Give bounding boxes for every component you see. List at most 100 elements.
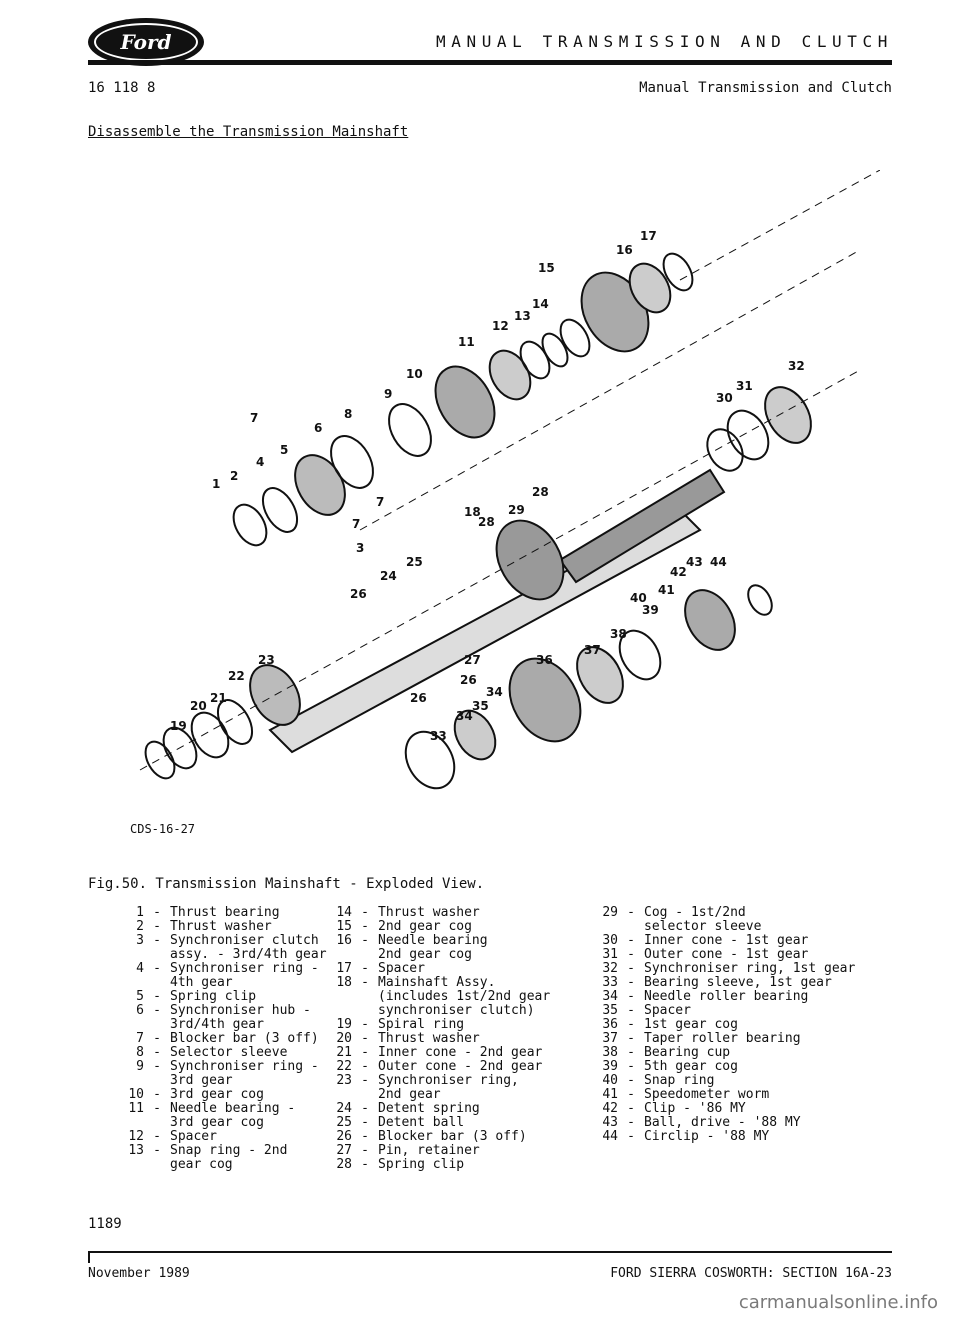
figure-code: CDS-16-27 bbox=[130, 822, 196, 836]
legend-item: 44-Circlip - '88 MY bbox=[596, 1130, 855, 1144]
callout: 7 bbox=[376, 495, 384, 509]
callout: 38 bbox=[610, 627, 627, 641]
part-inner-cone-1st bbox=[706, 428, 744, 472]
legend-item: 34-Needle roller bearing bbox=[596, 990, 855, 1004]
legend-text: Synchroniser ring, 2nd gear bbox=[378, 1073, 519, 1102]
legend-text: Blocker bar (3 off) bbox=[378, 1129, 527, 1144]
legend-text: Synchroniser ring - 4th gear bbox=[170, 961, 319, 990]
legend-item: 39-5th gear cog bbox=[596, 1060, 855, 1074]
legend-item: 15-2nd gear cog bbox=[330, 920, 550, 934]
callout: 1 bbox=[212, 477, 220, 491]
legend-number: 6 bbox=[136, 1003, 144, 1018]
legend-text: Thrust washer bbox=[170, 919, 272, 934]
legend-item: 36-1st gear cog bbox=[596, 1018, 855, 1032]
legend-text: Needle roller bearing bbox=[644, 989, 809, 1004]
callout: 42 bbox=[670, 565, 687, 579]
legend-text: Spacer bbox=[644, 1003, 691, 1018]
legend-number: 27 bbox=[336, 1143, 352, 1158]
figure-caption: Fig.50. Transmission Mainshaft - Explode… bbox=[88, 876, 485, 892]
legend-item: 23-Synchroniser ring, 2nd gear bbox=[330, 1074, 550, 1102]
callout: 28 bbox=[532, 485, 549, 499]
legend-item: 19-Spiral ring bbox=[330, 1018, 550, 1032]
legend-number: 34 bbox=[602, 989, 618, 1004]
exploded-view-diagram: 17 16 15 14 13 12 11 10 9 8 7 6 5 4 2 1 … bbox=[139, 170, 880, 790]
legend-text: Speedometer worm bbox=[644, 1087, 770, 1102]
part-synchro-hub bbox=[330, 435, 374, 489]
part-taper-roller bbox=[576, 646, 624, 704]
part-bearing-sleeve bbox=[404, 730, 456, 790]
legend-number: 16 bbox=[336, 933, 352, 948]
callout: 14 bbox=[532, 297, 549, 311]
part-inner-cone-2nd bbox=[190, 711, 230, 759]
alignment-dashes-lower bbox=[139, 369, 861, 771]
legend-number: 12 bbox=[128, 1129, 144, 1144]
legend-text: Synchroniser clutch assy. - 3rd/4th gear bbox=[170, 933, 327, 962]
legend-text: Outer cone - 2nd gear bbox=[378, 1059, 543, 1074]
part-needle-roller bbox=[453, 709, 497, 761]
callout: 36 bbox=[536, 653, 553, 667]
legend-number: 29 bbox=[602, 905, 618, 920]
legend-number: 24 bbox=[336, 1101, 352, 1116]
legend-text: 3rd gear cog bbox=[170, 1087, 264, 1102]
part-spacer-17 bbox=[662, 252, 694, 292]
legend-number: 39 bbox=[602, 1059, 618, 1074]
part-outer-cone-2nd bbox=[216, 699, 254, 745]
legend-text: Spacer bbox=[378, 961, 425, 976]
watermark: carmanualsonline.info bbox=[738, 1292, 938, 1313]
legend-text: Bearing cup bbox=[644, 1045, 731, 1060]
legend-number: 20 bbox=[336, 1031, 352, 1046]
legend-item: 31-Outer cone - 1st gear bbox=[596, 948, 855, 962]
legend-text: Blocker bar (3 off) bbox=[170, 1031, 319, 1046]
legend-number: 33 bbox=[602, 975, 618, 990]
legend-number: 15 bbox=[336, 919, 352, 934]
legend-item: 14-Thrust washer bbox=[330, 906, 550, 920]
legend-text: Synchroniser hub - 3rd/4th gear bbox=[170, 1003, 311, 1032]
legend-text: Selector sleeve bbox=[170, 1045, 288, 1060]
legend-number: 38 bbox=[602, 1045, 618, 1060]
legend-item: 24-Detent spring bbox=[330, 1102, 550, 1116]
legend-number: 7 bbox=[136, 1031, 144, 1046]
legend-item: 43-Ball, drive - '88 MY bbox=[596, 1116, 855, 1130]
page-heading: Disassemble the Transmission Mainshaft bbox=[88, 124, 409, 140]
part-1st-gear-cog bbox=[508, 657, 582, 743]
legend-item: 13-Snap ring - 2nd gear cog bbox=[122, 1144, 327, 1172]
callout: 27 bbox=[464, 653, 481, 667]
legend-text: 5th gear cog bbox=[644, 1059, 738, 1074]
part-snap-ring-13 bbox=[541, 332, 569, 368]
legend-text: Thrust bearing bbox=[170, 905, 280, 920]
legend-item: 2-Thrust washer bbox=[122, 920, 327, 934]
header-title: MANUAL TRANSMISSION AND CLUTCH bbox=[436, 32, 893, 51]
legend-number: 8 bbox=[136, 1045, 144, 1060]
legend-number: 2 bbox=[136, 919, 144, 934]
legend-number: 10 bbox=[128, 1087, 144, 1102]
legend-text: Pin, retainer bbox=[378, 1143, 480, 1158]
callout: 25 bbox=[406, 555, 423, 569]
legend-number: 14 bbox=[336, 905, 352, 920]
legend-text: Detent spring bbox=[378, 1101, 480, 1116]
legend-item: 28-Spring clip bbox=[330, 1158, 550, 1172]
legend-item: 7-Blocker bar (3 off) bbox=[122, 1032, 327, 1046]
callout: 17 bbox=[640, 229, 657, 243]
part-callouts: 17 16 15 14 13 12 11 10 9 8 7 6 5 4 2 1 … bbox=[170, 229, 805, 743]
alignment-dashes-upper bbox=[679, 170, 880, 281]
legend-number: 26 bbox=[336, 1129, 352, 1144]
legend-item: 37-Taper roller bearing bbox=[596, 1032, 855, 1046]
legend-text: Thrust washer bbox=[378, 905, 480, 920]
callout: 21 bbox=[210, 691, 227, 705]
legend-text: Spring clip bbox=[378, 1157, 465, 1172]
legend-number: 19 bbox=[336, 1017, 352, 1032]
legend-number: 40 bbox=[602, 1073, 618, 1088]
legend-item: 25-Detent ball bbox=[330, 1116, 550, 1130]
callout: 10 bbox=[406, 367, 423, 381]
legend-text: Thrust washer bbox=[378, 1031, 480, 1046]
legend-item: 20-Thrust washer bbox=[330, 1032, 550, 1046]
legend-number: 1 bbox=[136, 905, 144, 920]
legend-number: 44 bbox=[602, 1129, 618, 1144]
part-outer-cone-1st bbox=[726, 409, 770, 461]
callout: 6 bbox=[314, 421, 322, 435]
legend-item: 17-Spacer bbox=[330, 962, 550, 976]
legend-text: Snap ring bbox=[644, 1073, 715, 1088]
part-3rd-gear-cog bbox=[434, 365, 496, 439]
legend-number: 9 bbox=[136, 1059, 144, 1074]
legend-number: 31 bbox=[602, 947, 618, 962]
